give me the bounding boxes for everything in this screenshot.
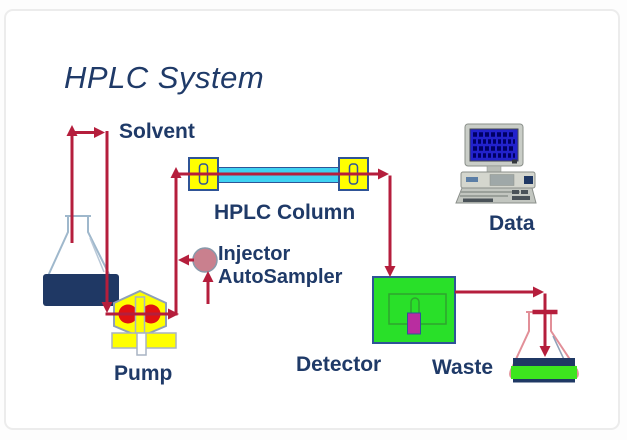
flow-tubing-arrows <box>66 125 558 357</box>
label-waste: Waste <box>432 356 494 379</box>
solvent-liquid <box>43 274 119 306</box>
arrow-right-icon <box>168 308 179 320</box>
flask-highlight <box>89 237 105 273</box>
desktop-computer-icon <box>455 123 537 204</box>
arrow-right-icon <box>94 127 105 138</box>
arrow-down-icon <box>384 266 396 277</box>
label-injector-line1: Injector <box>218 243 291 265</box>
keyboard-key <box>521 190 528 194</box>
detector-flow-cell <box>407 312 421 335</box>
label-detector: Detector <box>296 353 382 376</box>
arrow-up-icon <box>202 271 214 282</box>
case-button <box>524 176 533 184</box>
label-hplc-column: HPLC Column <box>214 201 356 224</box>
arrow-down-icon <box>101 302 113 313</box>
waste-liquid <box>511 366 577 379</box>
label-solvent: Solvent <box>119 120 195 143</box>
drive-bay <box>489 174 515 186</box>
pump-icon <box>111 289 177 356</box>
flask-body <box>46 216 112 285</box>
arrow-right-icon <box>378 168 389 180</box>
solvent-flask-icon <box>43 215 119 306</box>
label-pump: Pump <box>114 362 173 385</box>
waste-liquid-bottom <box>513 379 575 383</box>
keyboard-spacebar <box>463 198 493 202</box>
arrow-down-icon <box>539 346 551 357</box>
waste-liquid-surface <box>513 358 575 366</box>
floppy-slot <box>466 177 478 182</box>
injector-circle-icon <box>192 247 218 273</box>
keyboard-key <box>512 196 530 200</box>
label-injector: Injector AutoSampler <box>218 243 342 289</box>
keyboard-key <box>512 190 519 194</box>
pump-shaft-lower <box>136 332 147 356</box>
arrow-left-icon <box>178 254 189 266</box>
injector-port <box>192 247 218 273</box>
arrow-up-icon <box>66 125 78 136</box>
label-data: Data <box>489 212 535 235</box>
monitor-power-led <box>512 159 517 164</box>
page-title: HPLC System <box>64 60 265 95</box>
detector-box-icon <box>372 276 456 344</box>
arrow-right-icon <box>533 286 544 298</box>
label-injector-line2: AutoSampler <box>218 266 343 288</box>
